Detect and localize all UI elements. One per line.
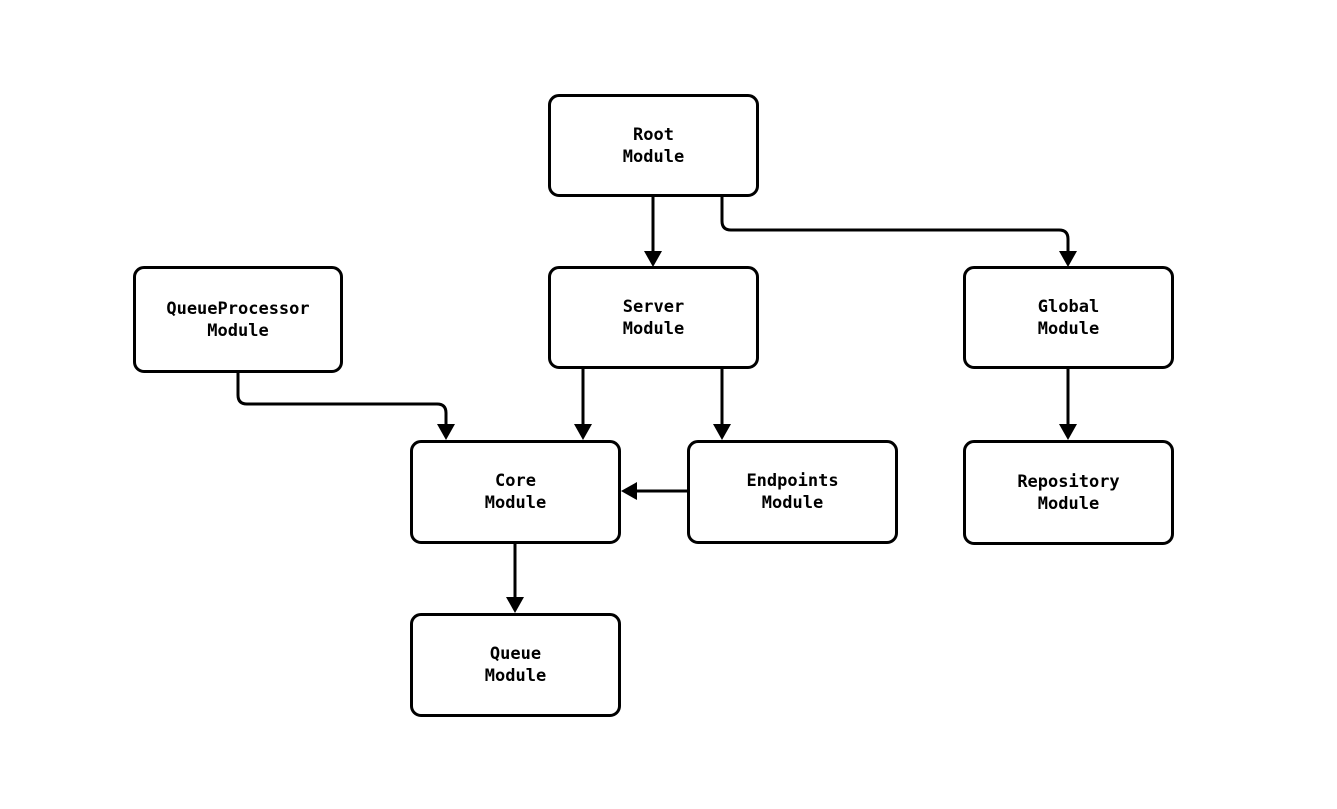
node-core-title: Core: [495, 471, 536, 491]
arrowhead-endpoints-to-core: [621, 482, 637, 500]
node-core[interactable]: Core Module: [410, 440, 621, 544]
node-global-title: Global: [1037, 296, 1100, 317]
node-core-subtitle: Module: [484, 493, 547, 513]
node-repository[interactable]: Repository Module: [963, 440, 1174, 545]
node-queueprocessor[interactable]: QueueProcessor Module: [133, 266, 343, 373]
node-root-title: Root: [633, 124, 674, 145]
node-root[interactable]: Root Module: [548, 94, 759, 197]
arrowhead-queueprocessor-to-core: [437, 424, 455, 440]
arrowhead-root-to-global: [1059, 251, 1077, 267]
node-root-subtitle: Module: [622, 146, 685, 167]
node-endpoints[interactable]: Endpoints Module: [687, 440, 898, 544]
edge-queueprocessor-to-core: [236, 373, 448, 425]
edge-root-to-global: [720, 197, 1070, 252]
node-server[interactable]: Server Module: [548, 266, 759, 369]
node-server-title: Server: [622, 296, 685, 317]
node-endpoints-subtitle: Module: [761, 493, 824, 513]
node-repository-subtitle: Module: [1037, 493, 1100, 514]
node-queue-subtitle: Module: [484, 666, 547, 686]
arrowhead-server-to-endpoints: [713, 424, 731, 440]
node-queueprocessor-title: QueueProcessor: [166, 298, 310, 319]
arrowhead-global-to-repository: [1059, 424, 1077, 440]
arrowhead-core-to-queue: [506, 597, 524, 613]
node-repository-title: Repository: [1017, 471, 1120, 492]
node-queueprocessor-subtitle: Module: [207, 320, 269, 341]
arrowhead-server-to-core: [574, 424, 592, 440]
node-queue[interactable]: Queue Module: [410, 613, 621, 717]
arrowhead-root-to-server: [644, 251, 662, 267]
node-global-subtitle: Module: [1037, 318, 1100, 339]
node-queue-title: Queue: [489, 644, 542, 664]
node-endpoints-title: Endpoints: [746, 471, 839, 491]
node-server-subtitle: Module: [622, 318, 685, 339]
node-global[interactable]: Global Module: [963, 266, 1174, 369]
